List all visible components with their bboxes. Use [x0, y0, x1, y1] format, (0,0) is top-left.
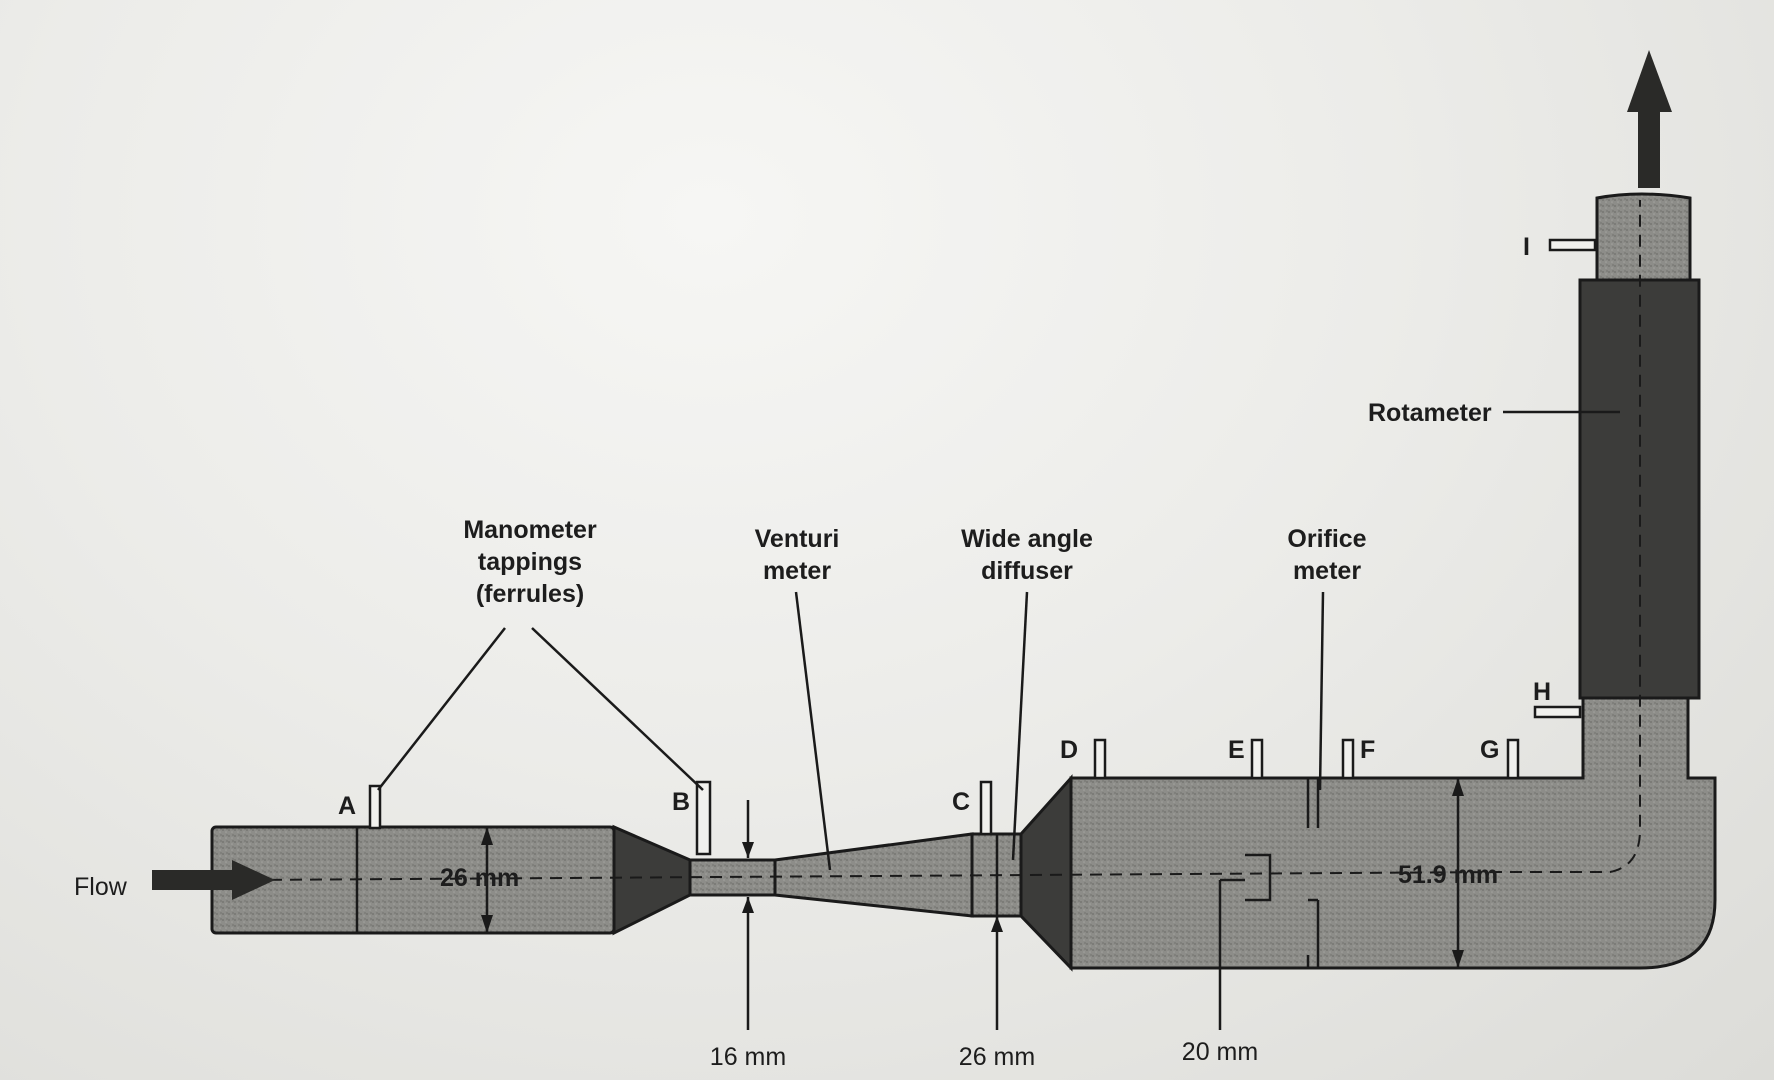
label-tapping-f: F [1360, 736, 1375, 764]
converging-cone [612, 824, 692, 936]
large-pipe-and-elbow [1069, 696, 1717, 970]
label-flow: Flow [74, 873, 128, 901]
tapping-c [979, 780, 993, 836]
dim-inlet-arrow-bottom [481, 915, 493, 933]
leader-manometer-a [377, 627, 506, 791]
label-venturi-exit-diameter: 26 mm [959, 1043, 1035, 1071]
label-large-pipe-diameter: 51.9 mm [1398, 861, 1498, 889]
dim-large-arrow-top [1452, 778, 1464, 796]
label-tapping-g: G [1480, 736, 1499, 764]
label-inlet-diameter: 26 mm [440, 864, 519, 892]
rotameter-outlet-pipe [1595, 192, 1692, 282]
label-rotameter: Rotameter [1368, 399, 1492, 427]
flow-arrow-shaft [152, 870, 242, 890]
outlet-arrow-shaft [1638, 110, 1660, 188]
tapping-g [1506, 738, 1520, 780]
dim-exit-arrow-bottom [991, 916, 1003, 932]
flow-arrow-head [232, 860, 275, 900]
tapping-e [1250, 738, 1264, 780]
label-tapping-b: B [672, 788, 690, 816]
tapping-f [1341, 738, 1355, 780]
wide-angle-diffuser [1019, 774, 1073, 972]
label-venturi-2: meter [763, 557, 831, 585]
label-tapping-i: I [1523, 233, 1530, 261]
leader-diffuser [1011, 591, 1029, 861]
tapping-h [1533, 705, 1582, 719]
dim-inlet-arrow-top [481, 827, 493, 845]
label-tapping-a: A [338, 792, 356, 820]
outlet-arrow-head [1627, 50, 1672, 112]
label-manometer-3: (ferrules) [476, 580, 584, 608]
label-tapping-c: C [952, 788, 970, 816]
tapping-i [1548, 238, 1597, 252]
venturi-diverging-section [773, 832, 974, 918]
orifice-notch [1245, 853, 1272, 902]
centerline [249, 200, 1641, 881]
tapping-b [695, 780, 712, 856]
rotameter-body [1578, 278, 1701, 700]
label-manometer-2: tappings [478, 548, 582, 576]
label-tapping-d: D [1060, 736, 1078, 764]
label-manometer-1: Manometer [463, 516, 597, 544]
leader-venturi [794, 591, 832, 871]
label-orifice-1: Orifice [1287, 525, 1366, 553]
label-orifice-2: meter [1293, 557, 1361, 585]
label-diffuser-2: diffuser [981, 557, 1073, 585]
orifice-plate [1306, 778, 1320, 968]
tapping-d [1093, 738, 1107, 780]
dim-large-arrow-bottom [1452, 950, 1464, 968]
label-orifice-diameter: 20 mm [1182, 1038, 1258, 1066]
tapping-a [368, 784, 382, 830]
leader-orifice [1318, 591, 1325, 791]
label-venturi-1: Venturi [755, 525, 840, 553]
leader-manometer-b [531, 627, 704, 791]
label-tapping-e: E [1228, 736, 1245, 764]
label-diffuser-1: Wide angle [961, 525, 1093, 553]
dim-throat-arrow-bottom [742, 897, 754, 913]
dim-throat-arrow-top [742, 842, 754, 858]
label-tapping-h: H [1533, 678, 1551, 706]
label-throat-diameter: 16 mm [710, 1043, 786, 1071]
